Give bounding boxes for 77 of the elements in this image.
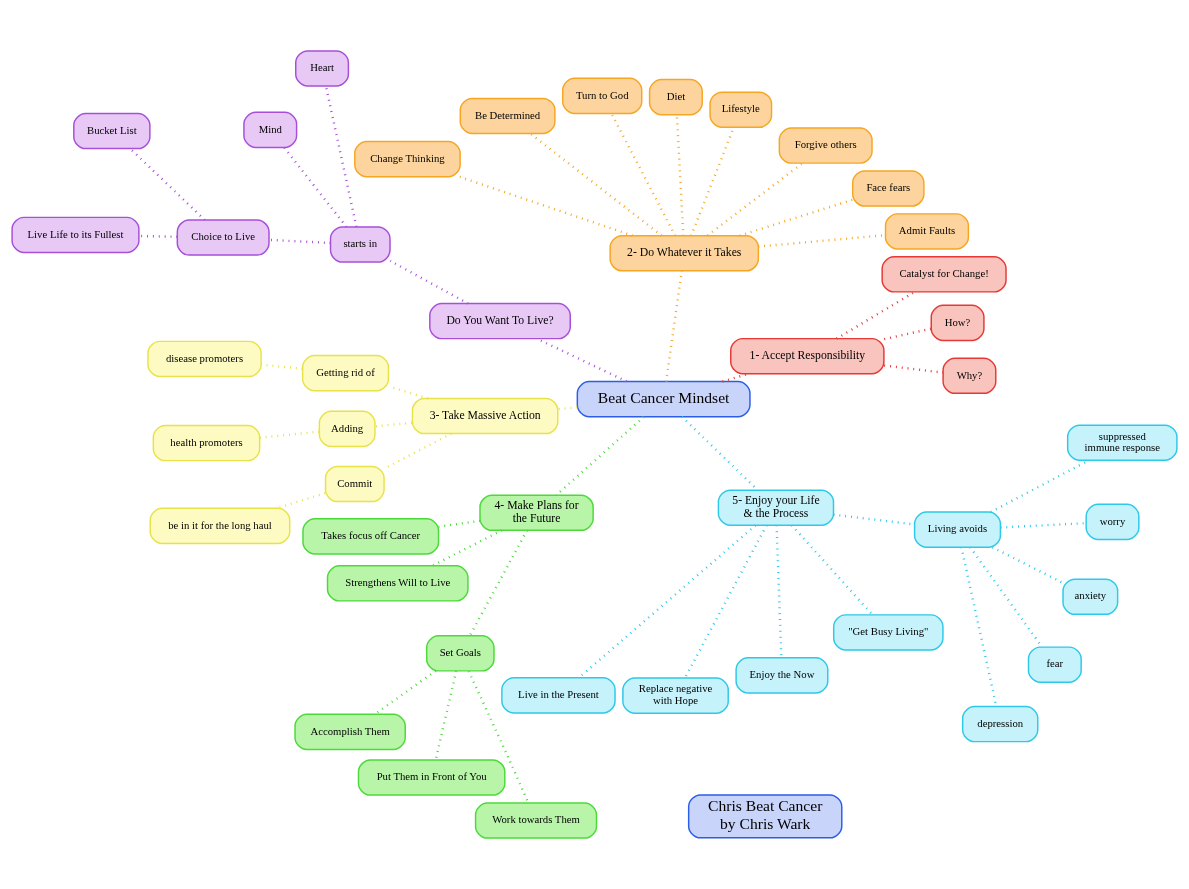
- node-box: Adding: [318, 410, 376, 448]
- node-box: Live Life to its Fullest: [11, 216, 140, 254]
- node-box: Forgive others: [778, 127, 873, 164]
- node-box: health promoters: [152, 424, 261, 462]
- connector: [610, 113, 677, 237]
- node-box: Put Them in Front of You: [357, 759, 506, 796]
- node-box: Live in the Present: [501, 677, 616, 714]
- connector: [438, 519, 481, 528]
- node-box: Takes focus off Cancer: [302, 518, 440, 555]
- node-box: Lifestyle: [709, 91, 773, 128]
- node-box: fear: [1027, 646, 1082, 683]
- connector: [374, 421, 413, 428]
- node-box: 4- Make Plans for the Future: [479, 494, 594, 532]
- node-box: Catalyst for Change!: [881, 256, 1007, 293]
- node-box: Heart: [295, 50, 350, 87]
- node-box: suppressed immune response: [1066, 424, 1178, 461]
- connector: [431, 529, 503, 567]
- node-box: Work towards Them: [474, 802, 598, 839]
- node-box: 3- Take Massive Action: [411, 397, 559, 435]
- node-box: 1- Accept Responsibility: [730, 337, 885, 375]
- node-box: Getting rid of: [301, 354, 390, 392]
- node-box: Be Determined: [459, 97, 556, 135]
- connector: [722, 372, 749, 383]
- connector: [775, 525, 783, 658]
- connector: [529, 132, 663, 237]
- node-box: starts in: [329, 226, 391, 263]
- node-box: Set Goals: [425, 635, 495, 672]
- connector: [259, 430, 320, 439]
- node-box: anxiety: [1062, 578, 1119, 616]
- node-box: Why?: [942, 357, 997, 395]
- connector: [991, 546, 1064, 584]
- connector: [389, 259, 469, 305]
- node-box: Mind: [243, 111, 298, 149]
- node-box: 5- Enjoy your Life & the Process: [717, 489, 835, 526]
- node-box: Bucket List: [73, 112, 151, 150]
- connector: [468, 529, 528, 637]
- connector: [557, 406, 578, 411]
- connector: [683, 524, 768, 679]
- node-box: worry: [1085, 503, 1140, 541]
- node-box: Strengthens Will to Live: [326, 565, 469, 602]
- connector: [883, 327, 932, 341]
- connector: [269, 238, 331, 245]
- node-box: How?: [930, 304, 985, 342]
- connector: [129, 147, 206, 221]
- node-box: Replace negative with Hope: [622, 677, 729, 714]
- node-box: Commit: [324, 465, 385, 503]
- node-box: Diet: [648, 78, 703, 116]
- connector: [739, 198, 853, 237]
- connector: [276, 492, 326, 510]
- node-box: Face fears: [851, 170, 925, 207]
- node-box: Choice to Live: [176, 219, 270, 256]
- connector: [578, 524, 757, 679]
- node-box: Chris Beat Cancer by Chris Wark: [687, 794, 843, 839]
- connector: [706, 162, 804, 237]
- node-box: Accomplish Them: [294, 713, 406, 751]
- connector: [374, 669, 437, 716]
- connector: [790, 524, 874, 616]
- node-box: Enjoy the Now: [735, 657, 829, 694]
- node-box: Do You Want To Live?: [429, 302, 571, 340]
- node-box: be in it for the long haul: [149, 507, 291, 545]
- connector: [836, 291, 915, 340]
- node-box: Admit Faults: [884, 213, 970, 250]
- node-box: disease promoters: [147, 340, 262, 378]
- node-box: Turn to God: [562, 77, 643, 115]
- connector: [459, 175, 633, 237]
- connector: [324, 85, 358, 227]
- connector: [883, 364, 943, 374]
- node-box: Living avoids: [913, 511, 1002, 548]
- connector: [434, 670, 458, 761]
- connector: [261, 363, 303, 370]
- node-box: 2- Do Whatever it Takes: [609, 234, 760, 272]
- node-box: depression: [961, 705, 1039, 743]
- node-box: "Get Busy Living": [832, 614, 944, 651]
- connector: [1000, 521, 1087, 529]
- connector: [283, 147, 348, 228]
- node-box: Beat Cancer Mindset: [576, 380, 751, 418]
- node-box: Change Thinking: [354, 140, 461, 178]
